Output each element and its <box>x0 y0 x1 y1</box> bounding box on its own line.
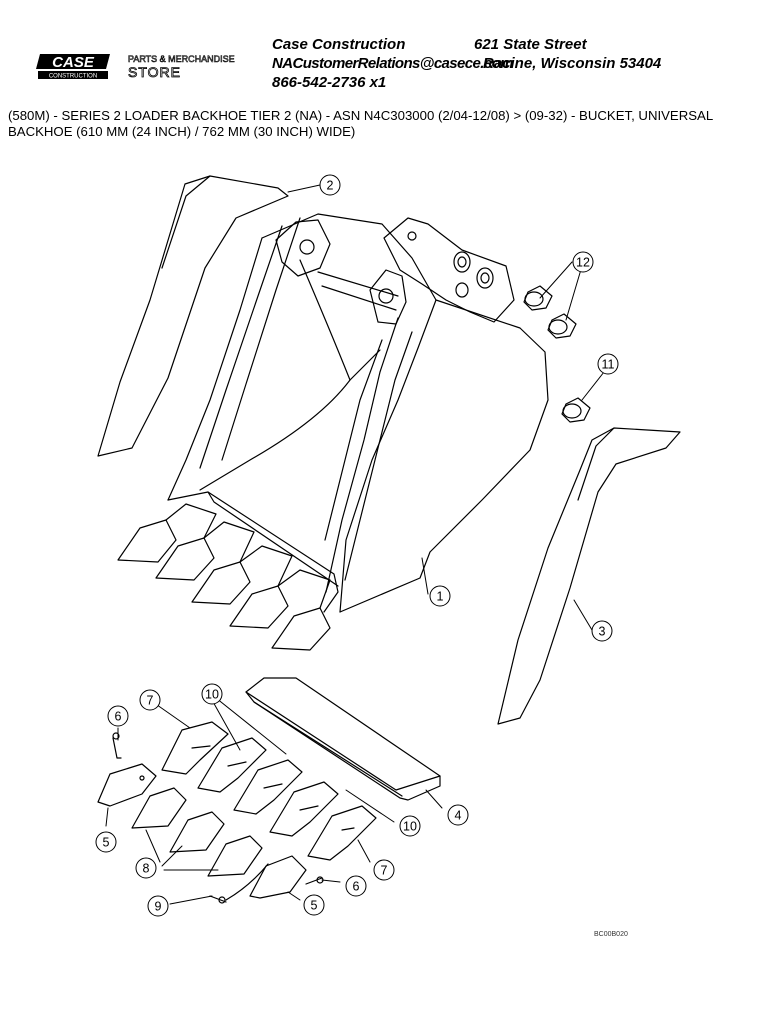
store-line-1: PARTS & MERCHANDISE <box>128 54 235 64</box>
callout-10: 10 <box>201 683 223 705</box>
callout-number: 4 <box>455 809 462 823</box>
tooth-10b <box>233 759 303 815</box>
callout-number: 6 <box>353 880 360 894</box>
callout-number: 10 <box>205 688 219 702</box>
callout-number: 8 <box>143 862 150 876</box>
side-cutter-left <box>97 175 289 457</box>
callout-1: 1 <box>429 585 451 607</box>
tooth-8b <box>169 811 225 853</box>
tooth-adapter-7-upper <box>161 721 229 775</box>
pin-6-lower <box>305 876 324 885</box>
pin-6-upper <box>112 732 122 759</box>
page-header: CASE CONSTRUCTION PARTS & MERCHANDISE ST… <box>0 0 768 100</box>
callout-number: 7 <box>147 694 154 708</box>
tooth-5-lower <box>249 855 307 899</box>
breadcrumb: (580M) - SERIES 2 LOADER BACKHOE TIER 2 … <box>8 108 713 139</box>
logo-brand: CASE <box>52 54 95 71</box>
store-line-2: STORE <box>128 64 181 80</box>
callout-number: 3 <box>599 625 606 639</box>
drawing-code: BC00B020 <box>594 931 628 938</box>
callout-6: 6 <box>107 705 129 727</box>
store-logo: PARTS & MERCHANDISE STORE <box>128 54 235 81</box>
callout-11: 11 <box>597 353 619 375</box>
callout-9: 9 <box>147 895 169 917</box>
tooth-8a <box>131 787 187 829</box>
callout-number: 9 <box>155 900 162 914</box>
contact-email[interactable]: NACustomerRelations@casece.com <box>272 55 513 72</box>
callout-number: 2 <box>327 179 334 193</box>
pin-9 <box>209 863 269 904</box>
tooth-10c <box>269 781 339 837</box>
callout-2: 2 <box>319 174 341 196</box>
tooth-10a <box>197 737 267 793</box>
bushing-middle <box>547 313 577 339</box>
callout-10: 10 <box>399 815 421 837</box>
callout-number: 7 <box>381 864 388 878</box>
tooth-8c <box>207 835 263 877</box>
callout-6: 6 <box>345 875 367 897</box>
callout-5: 5 <box>303 894 325 916</box>
leader-lines <box>105 184 605 905</box>
callout-number: 12 <box>576 256 590 270</box>
bushing-lower <box>561 397 591 423</box>
callout-3: 3 <box>591 620 613 642</box>
tooth-5-upper <box>97 763 157 807</box>
callout-12: 12 <box>572 251 594 273</box>
contact-phone: 866-542-2736 x1 <box>272 74 387 91</box>
tooth-adapter-7-lower <box>307 805 377 861</box>
callout-number: 5 <box>103 836 110 850</box>
callout-5: 5 <box>95 831 117 853</box>
company-city: Racine, Wisconsin 53404 <box>483 55 662 72</box>
callout-number: 10 <box>403 820 417 834</box>
callout-7: 7 <box>139 689 161 711</box>
callout-7: 7 <box>373 859 395 881</box>
callout-number: 6 <box>115 710 122 724</box>
side-cutter-right <box>497 427 681 725</box>
callout-8: 8 <box>135 857 157 879</box>
callout-number: 5 <box>311 899 318 913</box>
case-logo: CASE CONSTRUCTION <box>36 54 110 80</box>
logo-brand-sub: CONSTRUCTION <box>49 74 97 80</box>
cutting-edge <box>245 677 441 801</box>
callout-4: 4 <box>447 804 469 826</box>
callout-number: 11 <box>602 358 615 372</box>
callout-number: 1 <box>437 590 444 604</box>
company-name: Case Construction <box>272 36 406 53</box>
bucket-body <box>117 213 549 651</box>
bushing-upper <box>523 285 553 311</box>
company-address: 621 State Street <box>474 36 587 53</box>
